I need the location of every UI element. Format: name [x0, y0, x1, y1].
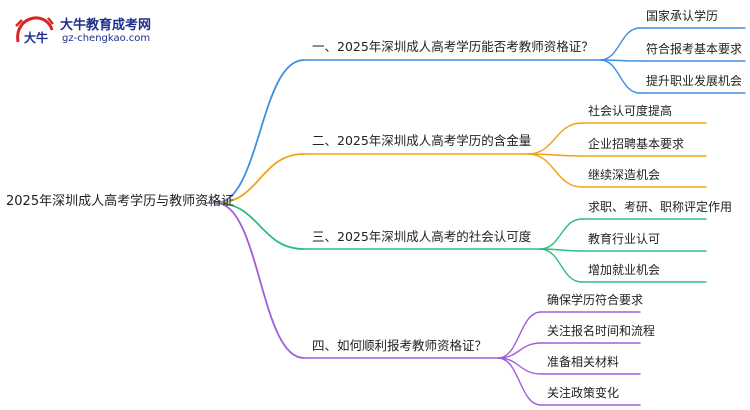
leaf-3-3: 增加就业机会	[588, 263, 661, 277]
leaf-4-1-connector	[497, 311, 542, 359]
leaf-2-3: 继续深造机会	[588, 168, 661, 182]
leaf-4-1: 确保学历符合要求	[547, 293, 644, 307]
leaf-1-3-connector	[599, 59, 641, 94]
leaf-2-1: 社会认可度提高	[588, 104, 673, 118]
leaf-1-3: 提升职业发展机会	[646, 74, 743, 88]
leaf-4-2-connector	[497, 342, 542, 359]
leaf-4-4: 关注政策变化	[547, 386, 620, 400]
logo-glyph-text: 大牛	[24, 30, 48, 45]
branch-4-label: 四、如何顺利报考教师资格证？	[312, 338, 488, 353]
bull-logo-icon: 大牛	[15, 16, 54, 45]
leaf-3-2: 教育行业认可	[588, 232, 661, 246]
branch-4-connector	[215, 202, 305, 359]
brand-logo: 大牛 大牛教育成考网 gz-chengkao.com	[12, 12, 172, 52]
leaf-3-3-connector	[539, 248, 583, 283]
leaf-3-1: 求职、考研、职称评定作用	[588, 200, 733, 214]
leaf-4-2: 关注报名时间和流程	[547, 324, 656, 338]
leaf-3-1-connector	[539, 218, 583, 250]
branch-1-label: 一、2025年深圳成人高考学历能否考教师资格证？	[312, 39, 594, 54]
leaf-2-3-connector	[527, 153, 583, 188]
leaf-4-3: 准备相关材料	[547, 355, 620, 369]
branch-3-connector	[215, 202, 305, 250]
root-node: 2025年深圳成人高考学历与教师资格证	[6, 194, 235, 209]
branch-2-connector	[215, 153, 305, 204]
logo-url: gz-chengkao.com	[62, 33, 151, 44]
branch-3-label: 三、2025年深圳成人高考的社会认可度	[312, 229, 532, 244]
leaf-1-1: 国家承认学历	[646, 9, 719, 23]
branch-2-label: 二、2025年深圳成人高考学历的含金量	[312, 133, 532, 148]
logo-title: 大牛教育成考网	[60, 18, 152, 33]
leaf-2-2: 企业招聘基本要求	[588, 137, 685, 151]
leaf-2-1-connector	[527, 122, 583, 155]
leaf-1-2: 符合报考基本要求	[646, 42, 743, 56]
leaf-4-4-connector	[497, 357, 542, 406]
branch-1-connector	[215, 59, 305, 204]
leaf-1-1-connector	[599, 27, 641, 61]
